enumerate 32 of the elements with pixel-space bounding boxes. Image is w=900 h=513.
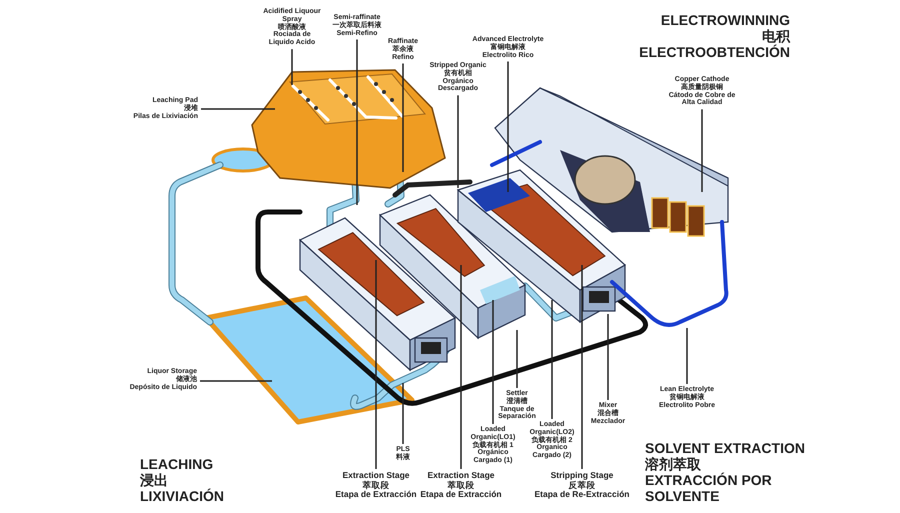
section-heading: 溶剂萃取	[645, 456, 702, 472]
callout-text: Extraction Stage	[341, 471, 411, 480]
section-heading: SOLVENT EXTRACTION	[645, 440, 806, 456]
callout-text: Stripping Stage	[550, 471, 614, 480]
leader-line	[551, 300, 553, 419]
callout-text: Extraction Stage	[426, 471, 496, 480]
section-heading: 电积	[761, 28, 790, 44]
section-heading: EXTRACCIÓN POR SOLVENTE	[645, 472, 773, 504]
leader-line	[356, 39, 358, 205]
section-heading: LEACHING	[140, 456, 214, 472]
leader-line	[516, 330, 518, 388]
callout-text: 萃取段	[446, 480, 474, 490]
callout-text: 反萃段	[568, 480, 596, 490]
leader-line	[375, 260, 377, 469]
callout-text: Etapa de Re-Extracción	[534, 490, 630, 500]
section-heading: ELECTROWINNING	[660, 12, 790, 28]
leader-line	[200, 380, 272, 382]
leader-line	[460, 265, 462, 469]
leader-line	[291, 49, 293, 85]
leader-line	[607, 314, 609, 400]
leader-line	[507, 61, 509, 192]
section-heading: ELECTROOBTENCIÓN	[639, 44, 790, 60]
section-heading: LIXIVIACIÓN	[140, 488, 226, 504]
leader-line	[686, 328, 688, 384]
leader-line	[201, 108, 275, 110]
section-heading: 浸出	[140, 472, 169, 488]
callout-text: 萃取段	[362, 480, 390, 490]
leader-line	[402, 383, 404, 444]
leader-line	[701, 109, 703, 192]
leader-line	[457, 95, 459, 188]
leader-line	[492, 300, 494, 424]
leader-line	[581, 265, 583, 469]
